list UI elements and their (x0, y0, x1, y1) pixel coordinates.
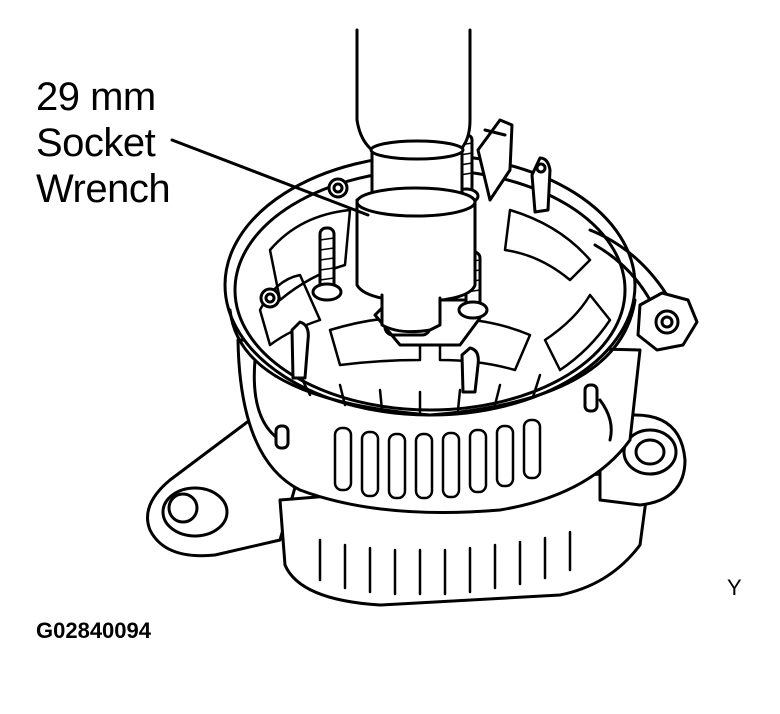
cover-screws (259, 177, 349, 309)
top-bracket (476, 118, 514, 202)
corner-mark: Y (727, 575, 742, 600)
terminal-posts (290, 320, 480, 394)
wrench-extension (355, 73, 472, 152)
callout-line-socket: Socket (36, 121, 156, 165)
callout-line-wrench: Wrench (36, 167, 171, 211)
socket-wrench (355, 28, 477, 334)
callout-line-size: 29 mm (36, 75, 156, 119)
cooling-slots (333, 418, 542, 500)
socket-wrench-callout: 29 mm Socket Wrench (36, 74, 171, 212)
mounting-hole-right (622, 428, 678, 476)
tab-terminal (530, 156, 552, 214)
side-studs (274, 383, 599, 450)
mounting-hole-left (167, 492, 199, 524)
lower-fins (318, 530, 572, 596)
figure-id: G02840094 (36, 618, 151, 643)
callout-leader (170, 138, 370, 217)
terminal-nut (636, 291, 699, 352)
